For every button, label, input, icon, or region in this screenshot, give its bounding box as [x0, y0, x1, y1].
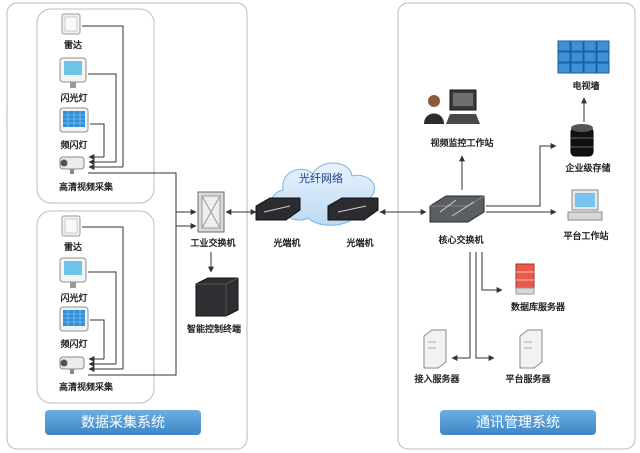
platform-workstation-icon	[567, 189, 603, 221]
group-1-connectors	[82, 25, 197, 229]
flash-lamp-icon	[59, 57, 87, 88]
strobe-lamp-icon	[59, 107, 89, 133]
camera-icon	[59, 356, 85, 374]
group-2-connectors	[82, 209, 197, 376]
left-panel-title: 数据采集系统	[81, 414, 165, 431]
optical-terminal-left-label: 光端机	[272, 237, 300, 249]
device-group-2	[36, 210, 155, 404]
core-switch-icon	[429, 195, 485, 223]
industrial-switch-label: 工业交换机	[190, 237, 235, 249]
smart-terminal-icon	[195, 277, 239, 317]
industrial-switch-icon	[197, 191, 225, 233]
core-switch-label: 核心交换机	[438, 234, 483, 246]
radar-icon	[61, 215, 81, 237]
database-server-label: 数据库服务器	[511, 301, 566, 313]
strobe-lamp-label-1: 频闪灯	[60, 139, 87, 151]
access-server-icon	[423, 329, 447, 369]
radar-label-1: 雷达	[64, 39, 82, 51]
fiber-network-label: 光纤网络	[299, 171, 343, 185]
tv-wall-icon	[557, 40, 610, 74]
left-panel-banner	[45, 410, 201, 435]
enterprise-storage-label: 企业级存储	[564, 162, 610, 174]
enterprise-storage-icon	[570, 124, 594, 157]
right-panel-title: 通讯管理系统	[476, 415, 560, 431]
platform-workstation-label: 平台工作站	[563, 230, 608, 242]
strobe-lamp-icon	[59, 306, 89, 332]
flash-lamp-label-2: 闪光灯	[60, 292, 87, 304]
optical-terminal-icon	[255, 197, 301, 221]
right-panel-banner	[440, 410, 596, 435]
core-to-right-connectors	[451, 143, 557, 361]
strobe-lamp-label-2: 频闪灯	[60, 338, 87, 350]
optical-terminal-icon	[327, 197, 379, 221]
device-group-1	[36, 8, 155, 204]
radar-label-2: 雷达	[64, 241, 82, 253]
flash-lamp-label-1: 闪光灯	[60, 92, 87, 104]
platform-server-icon	[519, 329, 543, 369]
tv-wall-label: 电视墙	[572, 80, 599, 92]
database-server-icon	[515, 263, 535, 295]
optical-terminal-right-label: 光端机	[345, 237, 373, 249]
camera-label-2: 高清视频采集	[59, 381, 114, 393]
monitor-station-label: 视频监控工作站	[430, 137, 493, 149]
access-server-label: 接入服务器	[414, 373, 460, 385]
flash-lamp-icon	[59, 257, 87, 288]
platform-server-label: 平台服务器	[505, 373, 551, 385]
camera-icon	[59, 156, 85, 174]
smart-terminal-label: 智能控制终端	[187, 323, 241, 335]
camera-label-1: 高清视频采集	[59, 181, 114, 193]
monitor-operator-icon	[424, 89, 480, 124]
radar-icon	[61, 13, 81, 35]
